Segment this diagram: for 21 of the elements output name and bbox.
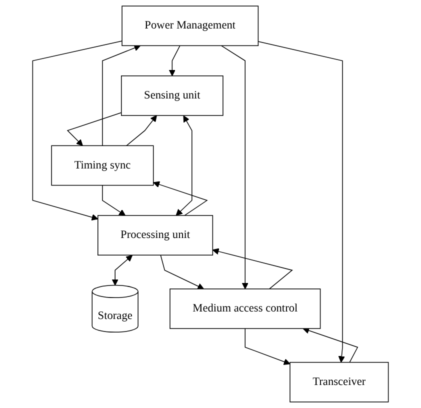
arrow [302,327,358,363]
arrow [102,44,141,146]
arrow [176,115,192,216]
arrow [102,184,126,216]
node-box: Power Management [122,6,259,46]
node-box: Sensing unit [121,75,224,116]
arrow [66,112,122,146]
arrow [32,40,122,221]
arrow [126,115,157,146]
arrow [168,45,180,76]
node-box: Processing unit [98,215,214,256]
arrow [244,328,290,365]
node-box: Transceiver [290,362,389,402]
arrow [112,255,133,286]
arrow [220,45,248,290]
arrow [153,181,208,216]
arrow [258,41,345,363]
node-box: Medium access control [170,288,321,329]
arrow [160,254,204,290]
node-box: Timing sync [51,145,154,186]
arrow [212,248,293,290]
